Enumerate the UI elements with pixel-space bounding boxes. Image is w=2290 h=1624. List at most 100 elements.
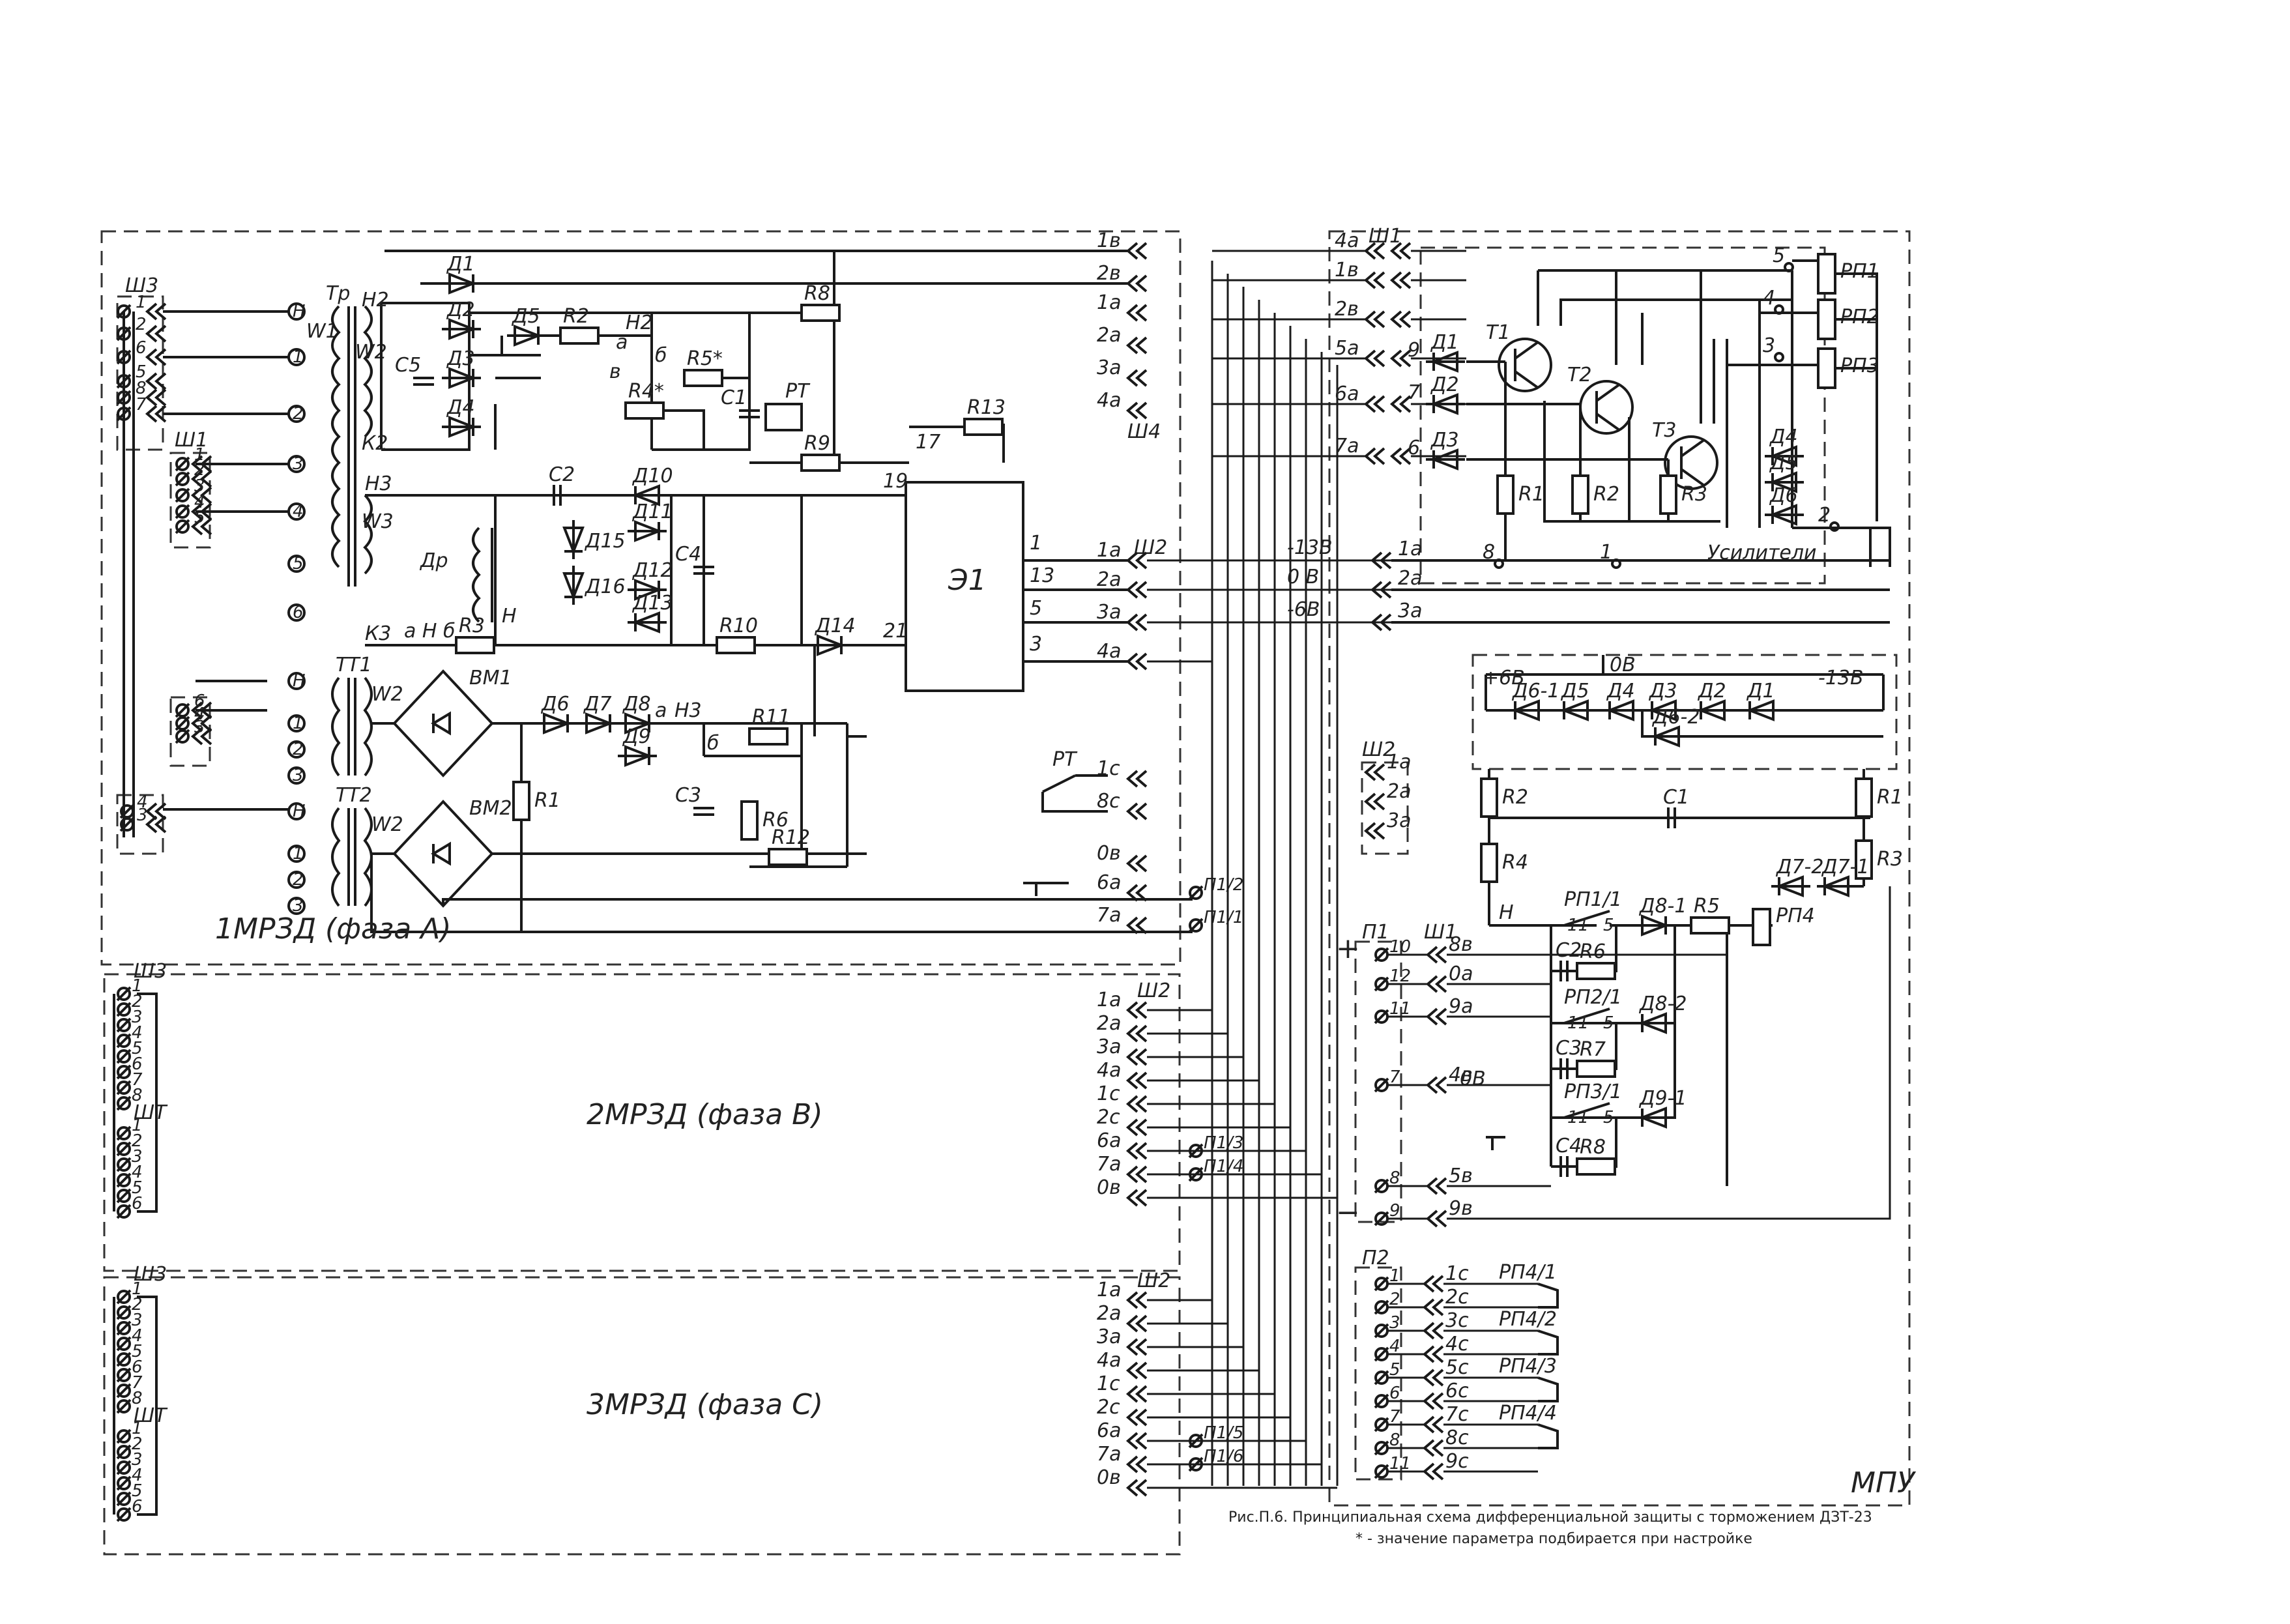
sh1-pin-6 bbox=[175, 716, 190, 731]
p2-label: П2 bbox=[1362, 1247, 1389, 1269]
m3-sh3-label: Ш3 bbox=[134, 1263, 167, 1286]
lower-res-r4-label: R4 bbox=[1502, 851, 1528, 874]
mpu-lower-parts: R2R4R1R3R5R6R7R8C1C2C3C4Д7-2Д7-1Д8-1Д8-2… bbox=[1480, 777, 1903, 1177]
mpu-sh2-frame bbox=[1361, 761, 1409, 855]
m2-sht-3 bbox=[116, 1172, 132, 1188]
tt1-secondary bbox=[363, 676, 373, 777]
rail-conn-2: 3а bbox=[1398, 600, 1422, 622]
m1-top-wires bbox=[380, 250, 1127, 451]
m1-res-r1-label: R1 bbox=[534, 789, 560, 812]
m2-sh2-6-label: 6а bbox=[1097, 1129, 1121, 1152]
rail-label-1: 0 В bbox=[1287, 566, 1319, 588]
m1-diode-d4-label: Д4 bbox=[446, 396, 475, 419]
e1-pin-5: 5 bbox=[1030, 597, 1042, 620]
sh2-m1-4 bbox=[1125, 770, 1148, 788]
p1-label: П1 bbox=[1362, 921, 1389, 944]
lower-diode-d8-2-label: Д8-2 bbox=[1638, 993, 1687, 1015]
m2-sht-2 bbox=[116, 1157, 132, 1172]
zener-4 bbox=[1693, 699, 1732, 721]
m1-res-r13 bbox=[963, 418, 1004, 436]
top-conn-4-label: 3а bbox=[1097, 356, 1121, 379]
lower-diode-d7-1-label: Д7-1 bbox=[1821, 856, 1869, 878]
sh2-m1-3 bbox=[1125, 652, 1148, 671]
p2-pin-0-label: 1 bbox=[1389, 1266, 1400, 1286]
m3-left-bracket bbox=[113, 1296, 158, 1516]
m2-sh2-1 bbox=[1125, 1024, 1148, 1043]
m1-diode-d5-label: Д5 bbox=[511, 305, 540, 328]
tt2-label: ТТ2 bbox=[336, 784, 372, 807]
mpu-sh1b-label: Ш1 bbox=[1424, 921, 1457, 944]
top-conn-5-label: 4а bbox=[1097, 389, 1121, 412]
sh2-m1-5 bbox=[1125, 802, 1148, 820]
p2-contact-2 bbox=[1537, 1376, 1559, 1402]
sh1-pin-2 bbox=[175, 487, 190, 503]
top-conn-2-label: 1а bbox=[1097, 291, 1121, 314]
m2-sh3-4-label: 5 bbox=[132, 1039, 143, 1058]
lower-res-r3 bbox=[1855, 839, 1873, 880]
m3-sh2-1-label: 2а bbox=[1097, 1302, 1121, 1325]
zener-1-label: Д5 bbox=[1560, 680, 1589, 703]
m3-sht-2-label: 3 bbox=[132, 1450, 143, 1470]
lower-diode-d8-1-label: Д8-1 bbox=[1638, 895, 1687, 918]
m3-sht-3-label: 4 bbox=[132, 1466, 143, 1485]
m2-sh2-7 bbox=[1125, 1165, 1148, 1183]
tt-pin-7 bbox=[287, 897, 306, 915]
zener-extra-label: Д6-2 bbox=[1651, 706, 1700, 729]
sh3-pin-num-4: 8 bbox=[136, 379, 147, 398]
p2-conn-2 bbox=[1422, 1322, 1444, 1340]
relay-rp1-label: РП1 bbox=[1840, 260, 1879, 283]
relay-rt: РТ bbox=[764, 380, 811, 431]
module-3-border bbox=[103, 1276, 1181, 1556]
sh3b-pin-num-0: 4 bbox=[137, 792, 148, 812]
tt-pin-6 bbox=[287, 871, 306, 889]
m2-sh3-0-label: 1 bbox=[132, 976, 143, 996]
amp-res-r1-label: R1 bbox=[1518, 483, 1544, 506]
rt-coil bbox=[764, 403, 803, 431]
m3-sh2-6 bbox=[1125, 1432, 1148, 1450]
p2-contact-label-0: РП4/1 bbox=[1499, 1261, 1557, 1284]
module-3-label: 3МРЗД (фаза С) bbox=[587, 1388, 823, 1421]
lower-res-r3-label: R3 bbox=[1877, 848, 1903, 871]
mpu-sh1-l-3 bbox=[1363, 349, 1385, 368]
sh3-plug-1 bbox=[145, 325, 167, 343]
p2-pin-0 bbox=[1374, 1276, 1389, 1292]
tt-pin-1-label: 1 bbox=[293, 714, 304, 733]
p2-pin-2 bbox=[1374, 1323, 1389, 1339]
m2-sht-1 bbox=[116, 1141, 132, 1157]
m2-sh3-4 bbox=[116, 1049, 132, 1064]
zener-0 bbox=[1507, 699, 1546, 721]
tt2-w2-label: W2 bbox=[371, 813, 403, 836]
rail-conn-0: 1а bbox=[1398, 538, 1422, 560]
mpu-sh1-l-1-label: 1в bbox=[1335, 259, 1359, 282]
lower-cap-c2-label: C2 bbox=[1556, 939, 1582, 962]
m3-sh2-pin-0-label: П1/5 bbox=[1204, 1423, 1243, 1443]
sh2-m1-8 bbox=[1125, 916, 1148, 935]
m2-sh2-pin-0 bbox=[1188, 1143, 1204, 1159]
m2-sht-2-label: 3 bbox=[132, 1147, 143, 1167]
bridge-vm2: ВМ2 bbox=[392, 797, 512, 908]
m1-vm2-wires bbox=[370, 722, 1193, 933]
tt1-label: ТТ1 bbox=[336, 654, 372, 676]
contact-label-2: РП3/1 bbox=[1564, 1080, 1622, 1103]
p1-pin-2 bbox=[1374, 1009, 1389, 1024]
tt-pin-0 bbox=[287, 672, 306, 690]
m1-diode-d1-label: Д1 bbox=[446, 253, 475, 276]
sh1-plug-7 bbox=[190, 727, 212, 746]
zener-4-label: Д2 bbox=[1697, 680, 1726, 703]
relay-rp1 bbox=[1817, 253, 1836, 295]
mpu-ground bbox=[1486, 1136, 1505, 1150]
mpu-in-diode-1-label: Д2 bbox=[1430, 373, 1459, 396]
p1-conn-0-label: 8в bbox=[1449, 933, 1473, 956]
mpu-sh2-0 bbox=[1363, 763, 1385, 781]
transistor-t2 bbox=[1579, 380, 1634, 435]
mpu-sh2-label: Ш2 bbox=[1362, 738, 1395, 761]
m1-cap-c2-label: C2 bbox=[549, 463, 575, 486]
p1-conn-2-label: 9а bbox=[1449, 995, 1473, 1018]
mpu-sh1-rnum-1: 7 bbox=[1408, 381, 1420, 404]
e1-box bbox=[905, 481, 1024, 692]
m3-sh3-2-label: 3 bbox=[132, 1311, 143, 1330]
